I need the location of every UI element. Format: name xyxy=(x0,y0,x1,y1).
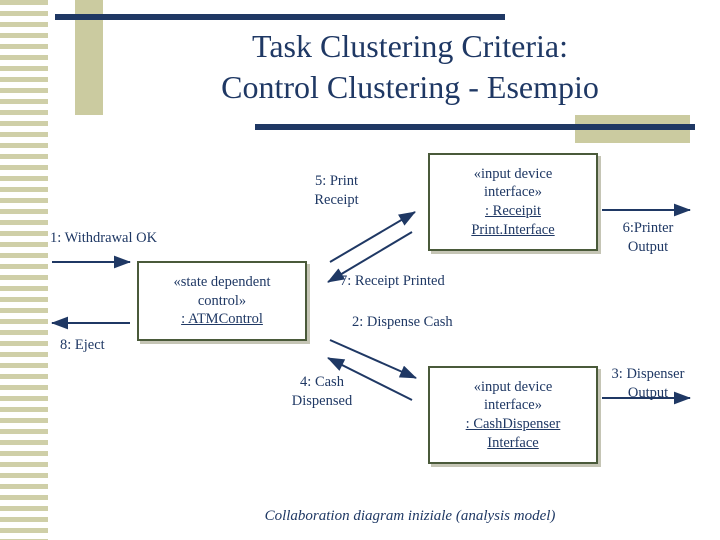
message-label-6: 6:Printer Output xyxy=(622,220,674,255)
page-title: Task Clustering Criteria: Control Cluste… xyxy=(110,26,710,108)
control-stereotype-line-2: control» xyxy=(197,292,247,309)
cash-name-line-2: Interface xyxy=(487,434,539,451)
arrow-msg-5 xyxy=(329,211,416,263)
object-box-printer-interface[interactable]: «input device interface» : Receipit Prin… xyxy=(428,153,598,251)
message-label-8: 8: Eject xyxy=(60,337,105,353)
cash-stereotype-line-2: interface» xyxy=(484,397,542,414)
message-label-1: 1: Withdrawal OK xyxy=(50,230,158,246)
cash-stereotype-line-1: «input device xyxy=(473,378,553,395)
navy-rule-bottom xyxy=(255,124,695,130)
message-label-5: 5: Print Receipt xyxy=(314,173,359,208)
control-name-line-1: : ATMControl xyxy=(181,311,263,328)
message-label-7: 7: Receipt Printed xyxy=(340,273,445,289)
left-stripe-decoration xyxy=(0,0,48,540)
page-title-line-2: Control Clustering - Esempio xyxy=(221,68,599,105)
message-label-3: 3: Dispenser Output xyxy=(611,366,685,401)
control-stereotype-line-1: «state dependent xyxy=(173,274,271,291)
printer-name-line-2: Print.Interface xyxy=(471,221,555,238)
object-box-atm-control[interactable]: «state dependent control» : ATMControl xyxy=(137,261,307,341)
figure-caption: Collaboration diagram iniziale (analysis… xyxy=(264,508,556,524)
cash-name-line-1: : CashDispenser xyxy=(465,416,561,432)
object-box-cash-dispenser-interface[interactable]: «input device interface» : CashDispenser… xyxy=(428,366,598,464)
message-label-4: 4: Cash Dispensed xyxy=(291,374,353,409)
printer-name-line-1: : Receipit xyxy=(485,203,541,219)
page-title-line-1: Task Clustering Criteria: xyxy=(252,28,568,64)
navy-rule-top xyxy=(55,14,505,20)
printer-stereotype-line-1: «input device xyxy=(473,165,553,182)
printer-stereotype-line-2: interface» xyxy=(484,184,542,201)
message-label-2: 2: Dispense Cash xyxy=(352,314,453,330)
